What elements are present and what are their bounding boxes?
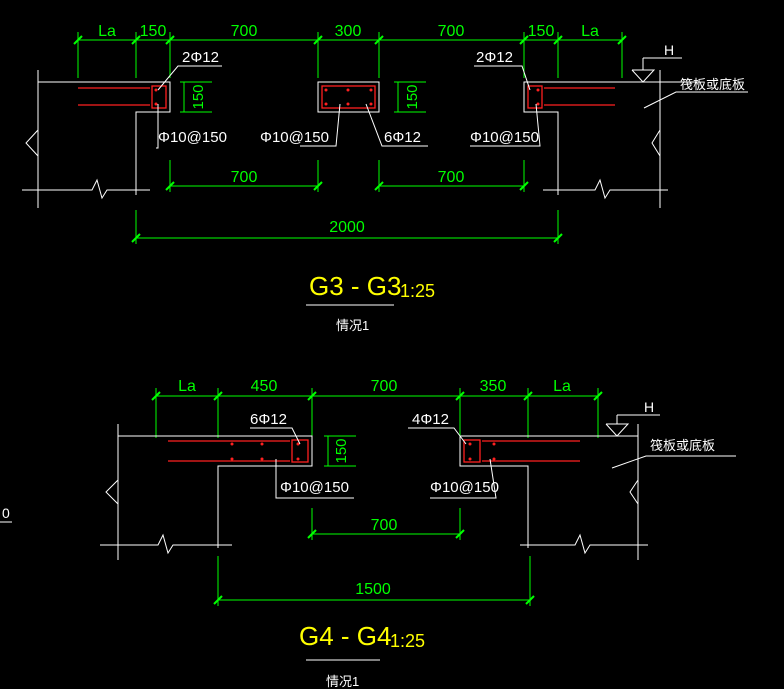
g4-level-mark bbox=[605, 414, 736, 469]
g3-slab-note: 筏板或底板 bbox=[680, 77, 745, 92]
g3-dim-la-left: La bbox=[98, 23, 116, 40]
g3-dim-la-right: La bbox=[581, 23, 599, 40]
g4-rebar bbox=[168, 439, 580, 463]
g4-leaders bbox=[250, 427, 497, 499]
g3-label-center-top: 6Φ12 bbox=[384, 129, 421, 146]
g4-section: La 450 700 350 La bbox=[100, 378, 736, 689]
g3-structure-outline bbox=[22, 70, 700, 208]
g4-level-label: H bbox=[644, 399, 654, 415]
g3-dim-150-left: 150 bbox=[140, 23, 167, 40]
g4-subtitle: 情况1 bbox=[326, 674, 359, 689]
g4-dim-700: 700 bbox=[371, 378, 398, 395]
g4-label-right-top: 4Φ12 bbox=[412, 411, 449, 428]
g4-dim-la-left: La bbox=[178, 378, 196, 395]
g3-leaders bbox=[156, 65, 541, 149]
g3-dim-700-right: 700 bbox=[438, 23, 465, 40]
g4-label-left-top: 6Φ12 bbox=[250, 411, 287, 428]
g3-rebar-dots bbox=[154, 88, 540, 106]
g4-rebar-dots bbox=[230, 442, 496, 461]
g3-section: La 150 700 300 700 150 La bbox=[22, 23, 748, 333]
edge-fragment-text: 0 bbox=[2, 505, 10, 521]
g3-dim-300: 300 bbox=[335, 23, 362, 40]
g3-height-label-right: 150 bbox=[404, 84, 421, 109]
g3-rebar bbox=[78, 85, 615, 109]
g4-title: G4 - G4 bbox=[299, 621, 391, 651]
g4-dim-700-mid: 700 bbox=[371, 517, 398, 534]
g3-height-label-left: 150 bbox=[190, 84, 207, 109]
g3-label-right-top: 2Φ12 bbox=[476, 49, 513, 66]
g4-label-left-stirrup: Φ10@150 bbox=[280, 479, 349, 496]
g3-subtitle: 情况1 bbox=[336, 318, 369, 333]
g3-dim-2000: 2000 bbox=[329, 219, 365, 236]
g4-scale: 1:25 bbox=[390, 631, 425, 651]
g3-level-mark bbox=[631, 57, 748, 109]
g3-middle-dims bbox=[131, 160, 563, 244]
g3-top-dimension-line bbox=[73, 32, 627, 78]
g3-dim-700-mid-right: 700 bbox=[438, 169, 465, 186]
g4-dim-350: 350 bbox=[480, 378, 507, 395]
g4-height-label: 150 bbox=[333, 438, 350, 463]
g3-label-left-stirrup: Φ10@150 bbox=[158, 129, 227, 146]
g4-slab-note: 筏板或底板 bbox=[650, 438, 715, 453]
g4-dim-la-right: La bbox=[553, 378, 571, 395]
g4-label-right-stirrup: Φ10@150 bbox=[430, 479, 499, 496]
g4-structure-outline bbox=[100, 424, 648, 560]
g3-dim-700-left: 700 bbox=[231, 23, 258, 40]
g4-middle-dims bbox=[213, 508, 535, 606]
g4-dim-1500: 1500 bbox=[355, 581, 391, 598]
g4-dim-450: 450 bbox=[251, 378, 278, 395]
g3-dim-700-mid-left: 700 bbox=[231, 169, 258, 186]
g3-dim-150-right: 150 bbox=[528, 23, 555, 40]
g3-label-center-stirrup: Φ10@150 bbox=[260, 129, 329, 146]
g3-label-right-stirrup: Φ10@150 bbox=[470, 129, 539, 146]
g4-height-dim bbox=[324, 435, 356, 467]
g3-level-label: H bbox=[664, 42, 674, 58]
g3-height-dims bbox=[180, 81, 426, 113]
g3-label-left-top: 2Φ12 bbox=[182, 49, 219, 66]
g3-title: G3 - G3 bbox=[309, 271, 401, 301]
g4-top-dimension-line bbox=[151, 388, 603, 438]
g3-scale: 1:25 bbox=[400, 281, 435, 301]
